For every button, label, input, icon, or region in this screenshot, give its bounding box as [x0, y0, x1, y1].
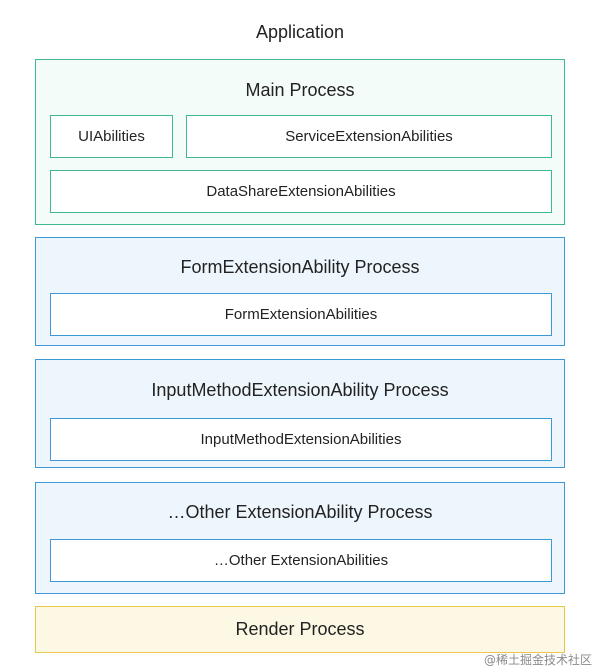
main-process-title: Main Process: [245, 80, 355, 100]
other-extension-process-box: …Other ExtensionAbility Process …Other E…: [35, 482, 565, 594]
datashare-extension-abilities-box: DataShareExtensionAbilities: [50, 170, 552, 213]
input-method-extension-process-box: InputMethodExtensionAbility Process Inpu…: [35, 359, 565, 468]
render-process-box: Render Process: [35, 606, 565, 653]
form-extension-abilities-box: FormExtensionAbilities: [50, 293, 552, 336]
other-extension-abilities-box: …Other ExtensionAbilities: [50, 539, 552, 582]
application-title: Application: [255, 22, 345, 42]
form-extension-process-box: FormExtensionAbility Process FormExtensi…: [35, 237, 565, 346]
uiabilities-box: UIAbilities: [50, 115, 173, 158]
main-process-box: Main Process UIAbilities ServiceExtensio…: [35, 59, 565, 225]
other-extension-process-title: …Other ExtensionAbility Process: [167, 502, 433, 522]
input-method-extension-abilities-box: InputMethodExtensionAbilities: [50, 418, 552, 461]
service-extension-abilities-box: ServiceExtensionAbilities: [186, 115, 552, 158]
form-extension-process-title: FormExtensionAbility Process: [180, 257, 420, 277]
watermark-text: @稀土掘金技术社区: [483, 653, 592, 667]
render-process-title: Render Process: [235, 619, 365, 639]
input-method-extension-process-title: InputMethodExtensionAbility Process: [151, 380, 449, 400]
